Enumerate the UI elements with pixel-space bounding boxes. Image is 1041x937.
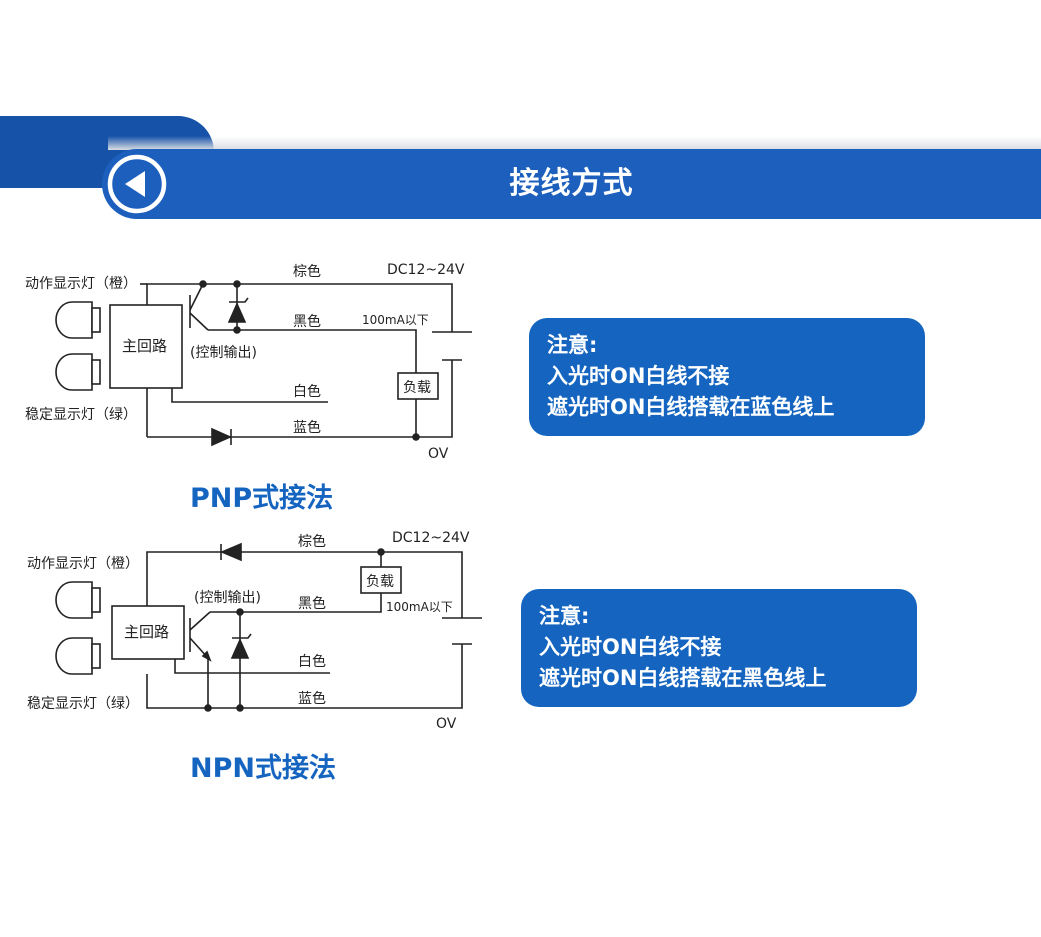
- pnp-note-line1: 入光时ON白线不接: [547, 364, 730, 388]
- npn-load-label: 负载: [366, 574, 394, 590]
- action-lamp-icon: [55, 301, 93, 339]
- npn-note-box: 注意: 入光时ON白线不接 遮光时ON白线搭载在黑色线上: [521, 589, 917, 707]
- pnp-wiring-diagram: 动作显示灯（橙） 稳定显示灯（绿） 主回路 (控制输出) 棕色 黑色 白色 蓝色…: [0, 250, 520, 470]
- pnp-brown-label: 棕色: [293, 263, 321, 280]
- npn-current-label: 100mA以下: [386, 600, 453, 614]
- header-shadow: [108, 136, 1041, 150]
- pnp-control-output-label: (控制输出): [190, 345, 257, 361]
- pnp-note-line2: 遮光时ON白线搭载在蓝色线上: [547, 395, 835, 419]
- pnp-main-circuit-label: 主回路: [122, 337, 167, 355]
- header-bar: [102, 149, 1041, 219]
- npn-blue-label: 蓝色: [298, 690, 326, 707]
- load-box: [397, 372, 439, 400]
- pnp-supply-label: DC12~24V: [387, 262, 465, 278]
- back-button[interactable]: [105, 152, 169, 216]
- stable-lamp-icon: [55, 353, 93, 391]
- pnp-current-label: 100mA以下: [362, 313, 429, 327]
- main-circuit-box: [109, 304, 183, 389]
- action-lamp-icon: [55, 581, 93, 619]
- pnp-white-label: 白色: [293, 383, 321, 400]
- npn-action-lamp-label: 动作显示灯（橙）: [27, 556, 139, 572]
- npn-black-label: 黑色: [298, 595, 326, 612]
- npn-note-line2: 遮光时ON白线搭载在黑色线上: [539, 666, 827, 690]
- npn-wiring-diagram: 动作显示灯（橙） 稳定显示灯（绿） 主回路 (控制输出) 棕色 黑色 白色 蓝色…: [0, 520, 520, 740]
- pnp-zero-label: OV: [428, 446, 449, 462]
- npn-white-label: 白色: [298, 653, 326, 670]
- npn-note-line1: 入光时ON白线不接: [539, 635, 722, 659]
- npn-caption: NPN式接法: [190, 753, 336, 784]
- back-arrow-icon: [107, 154, 167, 214]
- pnp-black-label: 黑色: [293, 313, 321, 330]
- pnp-load-label: 负载: [403, 380, 431, 396]
- npn-brown-label: 棕色: [298, 533, 326, 550]
- pnp-stable-lamp-label: 稳定显示灯（绿）: [25, 407, 137, 423]
- pnp-note-title: 注意:: [547, 333, 598, 357]
- npn-supply-label: DC12~24V: [392, 530, 470, 546]
- pnp-action-lamp-label: 动作显示灯（橙）: [25, 276, 137, 292]
- npn-control-output-label: (控制输出): [194, 590, 261, 606]
- npn-zero-label: OV: [436, 716, 457, 732]
- pnp-note-box: 注意: 入光时ON白线不接 遮光时ON白线搭载在蓝色线上: [529, 318, 925, 436]
- pnp-caption: PNP式接法: [190, 483, 334, 514]
- pnp-blue-label: 蓝色: [293, 419, 321, 436]
- npn-note-title: 注意:: [539, 604, 590, 628]
- page-title: 接线方式: [509, 166, 634, 201]
- npn-main-circuit-label: 主回路: [124, 623, 169, 641]
- stable-lamp-icon: [55, 637, 93, 675]
- npn-stable-lamp-label: 稳定显示灯（绿）: [27, 696, 139, 712]
- main-circuit-box: [111, 605, 185, 660]
